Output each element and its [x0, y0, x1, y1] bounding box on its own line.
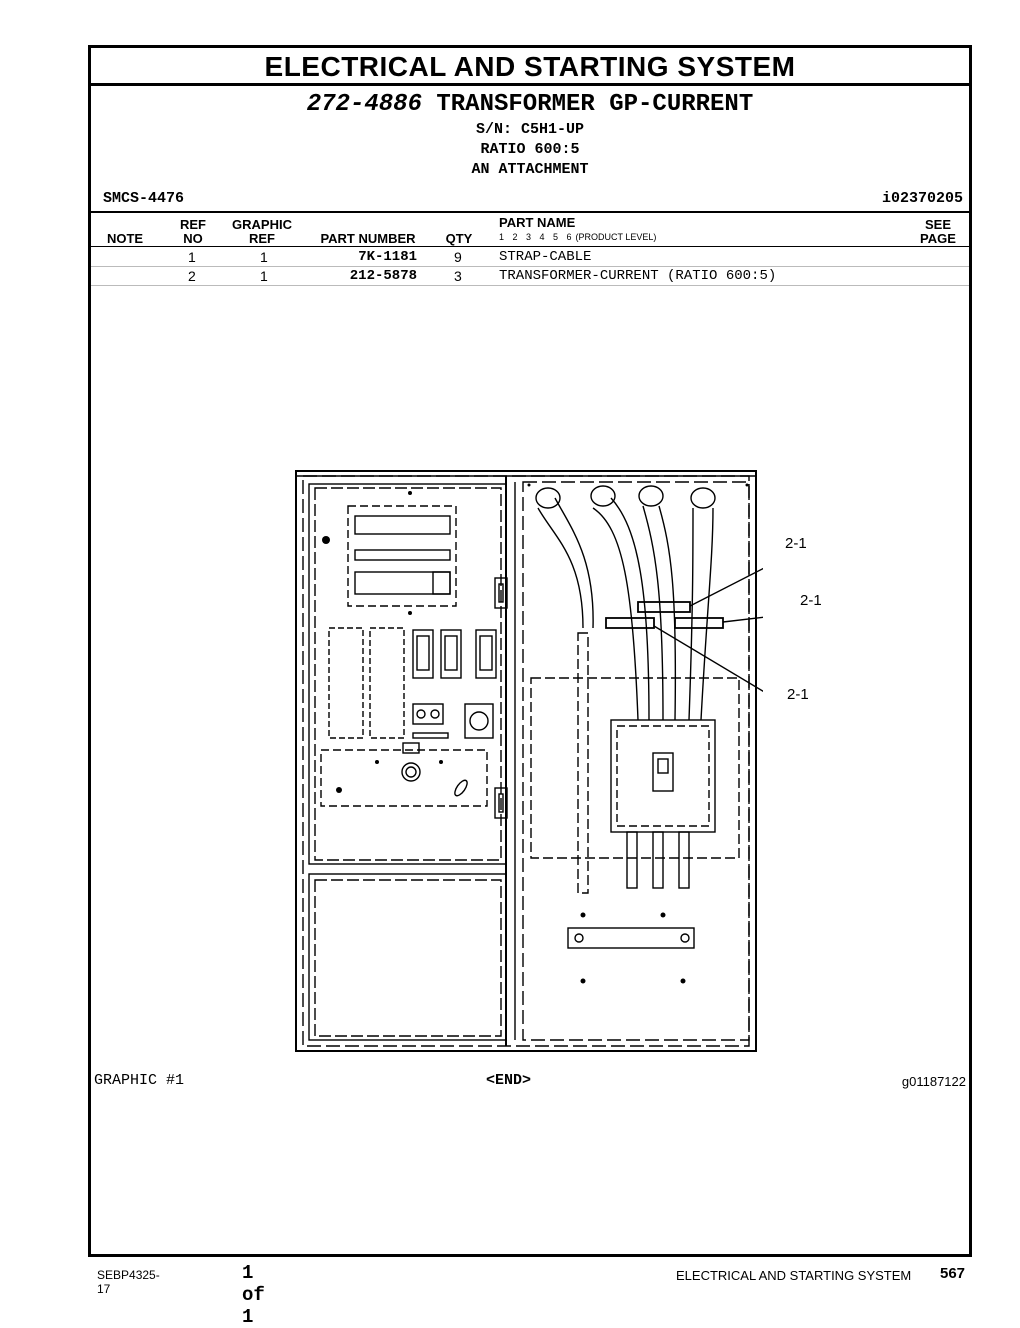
smcs-code: SMCS-4476 — [103, 190, 185, 207]
group-part-title: TRANSFORMER GP-CURRENT — [436, 91, 754, 118]
col-graphic-bottom: REF — [249, 231, 275, 246]
table-top-rule — [91, 211, 969, 213]
ratio: RATIO 600:5 — [480, 141, 580, 158]
col-graphic-top: GRAPHIC — [232, 217, 292, 232]
page-frame: ELECTRICAL AND STARTING SYSTEM 272-4886 … — [88, 45, 972, 1257]
part-number: 212-5878 — [349, 268, 417, 284]
col-see-bottom: PAGE — [920, 231, 956, 246]
section-title: ELECTRICAL AND STARTING SYSTEM — [264, 51, 796, 82]
part-header: 272-4886 TRANSFORMER GP-CURRENT S/N: C5H… — [91, 90, 969, 180]
graphic-ref: 1 — [260, 249, 268, 265]
group-part-number: 272-4886 — [306, 91, 422, 118]
table-row: 1 1 7K-1181 9 STRAP-CABLE — [91, 247, 969, 267]
footer-section: ELECTRICAL AND STARTING SYSTEM — [676, 1268, 912, 1283]
attachment-note: AN ATTACHMENT — [471, 161, 589, 178]
qty: 9 — [454, 249, 462, 265]
col-qty: QTY — [445, 231, 473, 246]
col-see-top: SEE — [924, 217, 951, 232]
page-number: 567 — [940, 1265, 966, 1282]
switchgear-illustration — [295, 470, 763, 1052]
page-of: 1 of 1 — [242, 1262, 265, 1328]
part-number: 7K-1181 — [358, 249, 417, 265]
col-ref-top: REF — [180, 217, 206, 232]
col-part-number: PART NUMBER — [320, 231, 416, 246]
illustration-id: i02370205 — [881, 190, 963, 207]
section-title-bar: ELECTRICAL AND STARTING SYSTEM — [91, 48, 969, 86]
product-levels: 1 2 3 4 5 6(PRODUCT LEVEL) — [499, 232, 657, 242]
col-note: NOTE — [106, 231, 144, 246]
qty: 3 — [454, 268, 462, 284]
doc-number: SEBP4325-17 — [97, 1268, 160, 1296]
table-header-rule — [91, 246, 969, 247]
part-name: STRAP-CABLE — [499, 249, 592, 265]
callout-1: 2-1 — [785, 535, 807, 552]
col-part-name: PART NAME — [499, 215, 576, 230]
ref-no: 1 — [188, 249, 196, 265]
col-ref-bottom: NO — [183, 231, 203, 246]
graphic-ref: 1 — [260, 268, 268, 284]
table-row: 2 1 212-5878 3 TRANSFORMER-CURRENT (RATI… — [91, 266, 969, 286]
part-name: TRANSFORMER-CURRENT (RATIO 600:5) — [499, 268, 777, 284]
ref-no: 2 — [188, 268, 196, 284]
callout-3: 2-1 — [787, 686, 809, 703]
callout-2: 2-1 — [800, 592, 822, 609]
serial-number: S/N: C5H1-UP — [475, 121, 585, 138]
